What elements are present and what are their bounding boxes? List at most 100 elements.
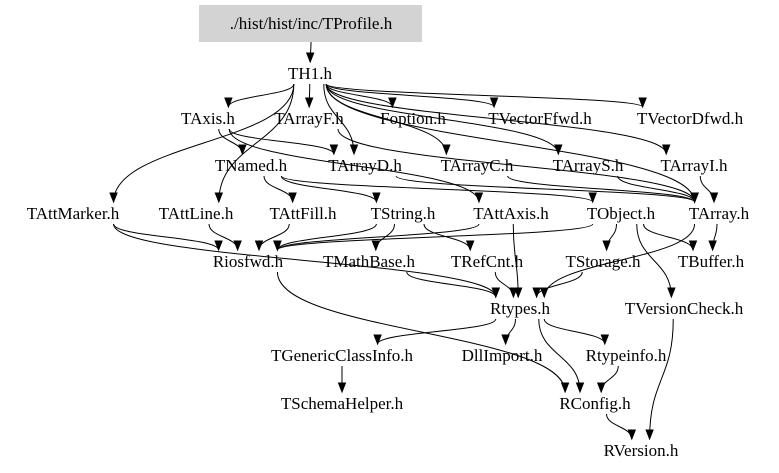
- node-tnamed: TNamed.h: [215, 156, 288, 175]
- arrowhead-tattfill-to-riosfwd: [254, 240, 264, 252]
- node-tvectordfwd: TVectorDfwd.h: [637, 109, 744, 128]
- arrowhead-rtypes-to-rconfig: [575, 382, 585, 394]
- node-tarrayd: TArrayD.h: [328, 156, 402, 175]
- edge-tstring-to-riosfwd: [276, 223, 377, 251]
- root-node-box: [199, 5, 422, 42]
- arrowhead-tnamed-to-tobject: [588, 192, 597, 204]
- node-tprofile: ./hist/hist/inc/TProfile.h: [230, 14, 393, 33]
- edge-tobject-to-tversioncheck: [636, 223, 672, 298]
- arrowhead-rconfig-to-rversion: [627, 429, 637, 441]
- arrowhead-tarrays-to-tarray: [690, 192, 699, 204]
- node-taxis: TAxis.h: [181, 109, 235, 128]
- arrowhead-th1-to-tarrayc: [442, 144, 451, 156]
- arrowhead-tattmarker-to-riosfwd: [214, 240, 223, 252]
- edge-th1-to-tattmarker: [113, 83, 295, 203]
- node-trefcnt: TRefCnt.h: [451, 252, 524, 271]
- node-tschemahelper: TSchemaHelper.h: [281, 394, 404, 413]
- arrowhead-th1-to-tarrayf: [304, 97, 314, 109]
- arrowhead-tobject-to-tbuffer: [688, 240, 698, 252]
- arrowhead-tgenericclassinfo-to-tschemahelper: [337, 382, 347, 394]
- node-tarrayc: TArrayC.h: [441, 156, 514, 175]
- edge-tobject-to-riosfwd: [276, 223, 594, 251]
- edge-tattaxis-to-riosfwd: [276, 223, 480, 251]
- arrowhead-trefcnt-to-rtypes: [509, 287, 518, 299]
- node-tattline: TAttLine.h: [159, 204, 234, 223]
- arrowhead-taxis-to-tattaxis: [474, 192, 484, 204]
- edge-taxis-to-tarrayd: [228, 128, 335, 155]
- edge-th1-to-tvectordfwd: [325, 83, 644, 108]
- arrowhead-th1-to-tattmarker: [109, 192, 118, 204]
- arrowhead-tobject-to-tversioncheck: [667, 287, 676, 299]
- edge-tnamed-to-tobject: [280, 175, 594, 203]
- edge-th1-to-taxis: [227, 83, 295, 108]
- edge-tnamed-to-tstring: [280, 175, 377, 203]
- edge-th1-to-tarrayd: [323, 83, 355, 155]
- node-dllimport: DllImport.h: [462, 346, 543, 365]
- node-tvectorffwd: TVectorFfwd.h: [488, 109, 592, 128]
- node-tstorage: TStorage.h: [565, 252, 641, 271]
- edge-tarrayd-to-tarray: [395, 175, 696, 203]
- arrowhead-tobject-to-riosfwd: [273, 240, 282, 252]
- arrowhead-tstring-to-tmathbase: [371, 240, 381, 252]
- edge-th1-to-tarray: [325, 83, 696, 203]
- edge-taxis-to-tattaxis: [228, 128, 480, 203]
- arrowhead-taxis-to-tarrayd: [329, 144, 339, 156]
- arrowhead-tarray-to-tbuffer: [708, 240, 717, 252]
- edge-rtypes-to-rconfig: [538, 318, 581, 393]
- arrowhead-tmathbase-to-rtypes: [491, 287, 500, 299]
- arrowhead-th1-to-tvectordfwd: [638, 97, 647, 109]
- arrowhead-taxis-to-tnamed: [238, 144, 247, 156]
- node-rversion: RVersion.h: [604, 441, 679, 460]
- edge-tattmarker-to-riosfwd: [113, 223, 220, 251]
- arrowhead-rtypes-to-tgenericclassinfo: [373, 334, 382, 346]
- arrowhead-tstring-to-trefcnt: [465, 240, 475, 252]
- node-tarrayf: TArrayF.h: [274, 109, 344, 128]
- edge-tattmarker-to-rtypes: [113, 223, 497, 298]
- edge-rtypes-to-tgenericclassinfo: [377, 318, 497, 345]
- edge-layer: [109, 41, 719, 441]
- arrowhead-th1-to-tvectorffwd: [489, 97, 499, 109]
- arrowhead-th1-to-tarrayd: [349, 144, 359, 156]
- node-tobject: TObject.h: [587, 204, 656, 223]
- node-rtypes: Rtypes.h: [490, 299, 550, 318]
- node-tstring: TString.h: [371, 204, 436, 223]
- arrowhead-rtypes-to-rtypeinfo: [600, 334, 610, 346]
- arrowhead-tprofile-to-th1: [305, 52, 315, 64]
- edge-th1-to-tarrayi: [325, 83, 667, 155]
- node-tbuffer: TBuffer.h: [678, 252, 745, 271]
- node-rconfig: RConfig.h: [559, 394, 631, 413]
- node-tgenericclassinfo: TGenericClassInfo.h: [271, 346, 414, 365]
- node-tattmarker: TAttMarker.h: [27, 204, 120, 223]
- node-riosfwd: Riosfwd.h: [213, 252, 284, 271]
- edge-tarray-to-rtypes: [543, 223, 696, 298]
- edge-th1-to-tarrays: [325, 83, 559, 155]
- arrowhead-rtypes-to-dllimport: [501, 334, 510, 346]
- arrowhead-th1-to-tattline: [214, 192, 224, 204]
- edge-tversioncheck-to-rversion: [649, 318, 674, 440]
- arrowhead-rtypeinfo-to-rconfig: [596, 382, 606, 394]
- arrowhead-tarrayi-to-tarray: [709, 192, 719, 204]
- edge-tarrayf-to-tarray: [337, 128, 696, 203]
- node-tattaxis: TAttAxis.h: [473, 204, 549, 223]
- arrowhead-tversioncheck-to-rversion: [645, 429, 654, 441]
- node-foption: Foption.h: [380, 109, 446, 128]
- node-tarrayi: TArrayI.h: [660, 156, 728, 175]
- arrowhead-tobject-to-tstorage: [602, 240, 611, 252]
- edge-th1-to-tattline: [218, 83, 295, 203]
- node-th1: TH1.h: [288, 64, 332, 83]
- arrowhead-riosfwd-to-rconfig: [560, 382, 570, 394]
- edge-riosfwd-to-rconfig: [276, 271, 566, 393]
- node-tmathbase: TMathBase.h: [323, 252, 416, 271]
- arrowhead-tstorage-to-rtypes: [532, 287, 541, 299]
- arrowhead-tattline-to-riosfwd: [233, 240, 242, 252]
- edge-tarrayc-to-tarray: [507, 175, 696, 203]
- arrowhead-th1-to-taxis: [224, 97, 233, 109]
- edge-th1-to-tvectorffwd: [325, 83, 495, 108]
- arrowhead-tnamed-to-tstring: [372, 192, 381, 204]
- node-tarrays: TArrayS.h: [553, 156, 624, 175]
- edge-tmathbase-to-rtypes: [406, 271, 497, 298]
- node-tversioncheck: TVersionCheck.h: [625, 299, 744, 318]
- arrowhead-th1-to-tarrays: [554, 144, 563, 156]
